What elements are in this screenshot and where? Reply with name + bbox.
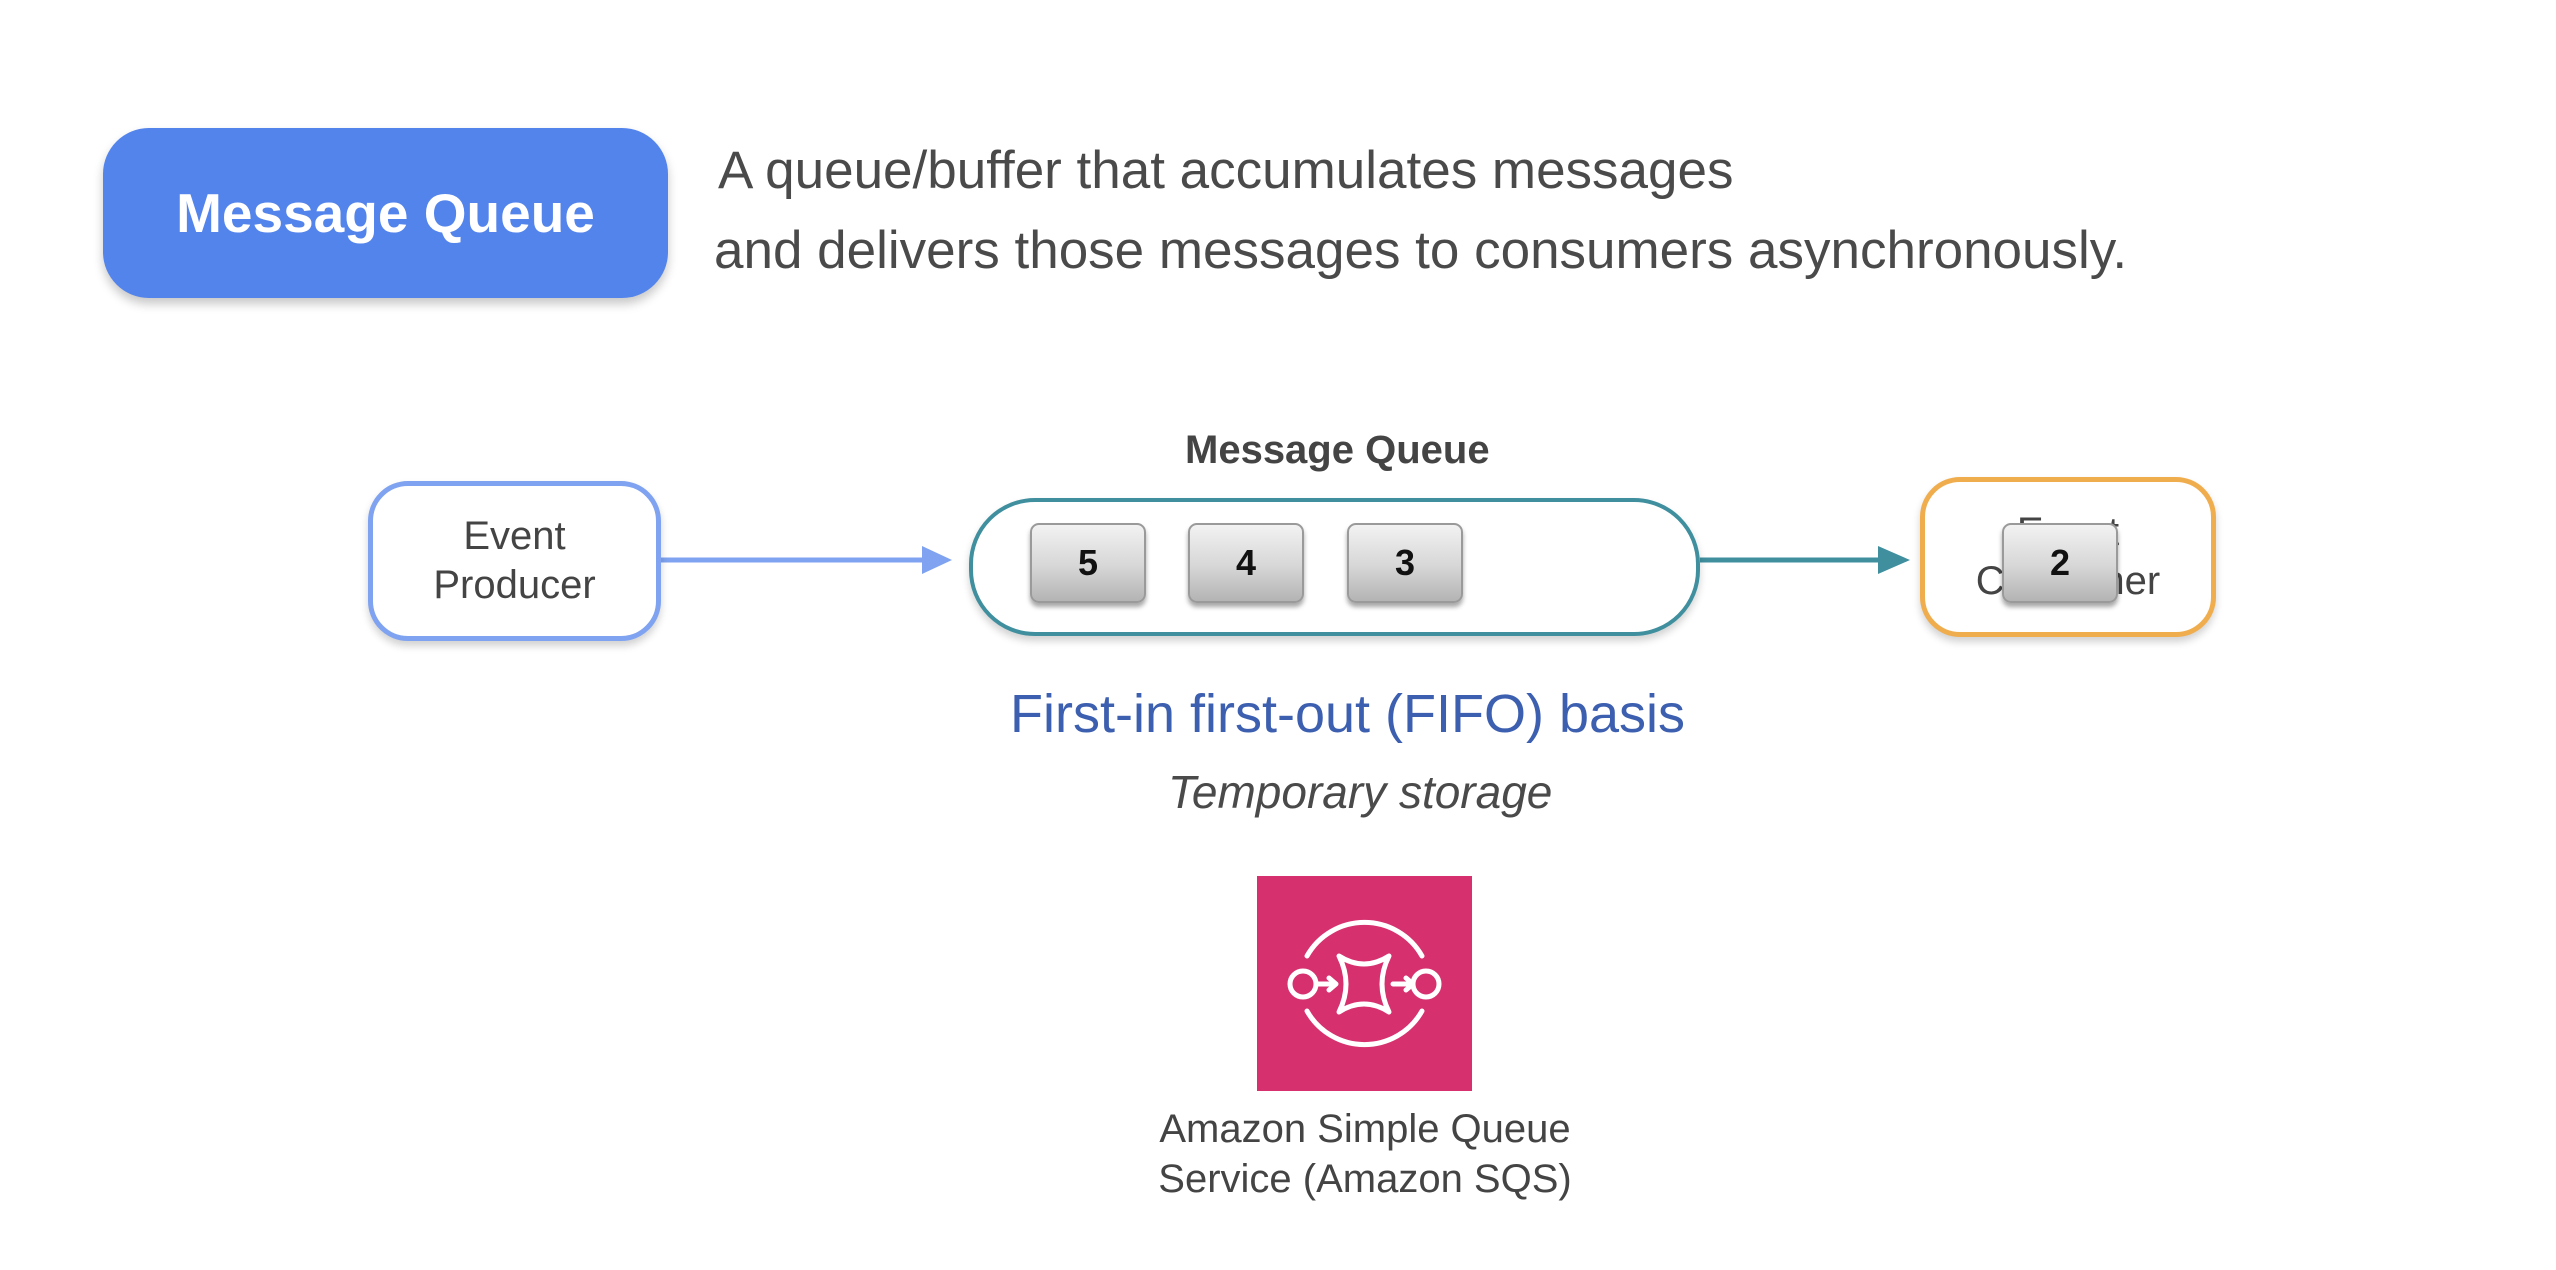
producer-to-queue-arrow	[656, 546, 952, 574]
sqs-name-line-2: Service (Amazon SQS)	[1158, 1157, 1572, 1201]
fifo-caption: First-in first-out (FIFO) basis	[1010, 684, 1686, 744]
queue-to-consumer-arrow	[1700, 546, 1910, 574]
message-tile: 3	[1347, 523, 1463, 603]
sqs-service-name: Amazon Simple Queue Service (Amazon SQS)	[1100, 1104, 1630, 1204]
queue-label: Message Queue	[1185, 428, 1490, 472]
producer-label-line-2: Producer	[433, 563, 596, 607]
definition-line-2: and delivers those messages to consumers…	[714, 221, 2128, 280]
message-tile: 4	[1188, 523, 1304, 603]
storage-caption: Temporary storage	[1168, 766, 1553, 818]
event-producer-box: Event Producer	[368, 481, 661, 641]
title-text: Message Queue	[176, 182, 595, 244]
delivered-message-tile: 2	[2002, 523, 2118, 603]
message-tile: 5	[1030, 523, 1146, 603]
definition-line-1: A queue/buffer that accumulates messages	[718, 141, 1734, 200]
producer-label-line-1: Event	[463, 514, 566, 559]
sqs-name-line-1: Amazon Simple Queue	[1159, 1107, 1571, 1151]
amazon-sqs-icon	[1257, 876, 1472, 1091]
title-badge: Message Queue	[103, 128, 668, 298]
